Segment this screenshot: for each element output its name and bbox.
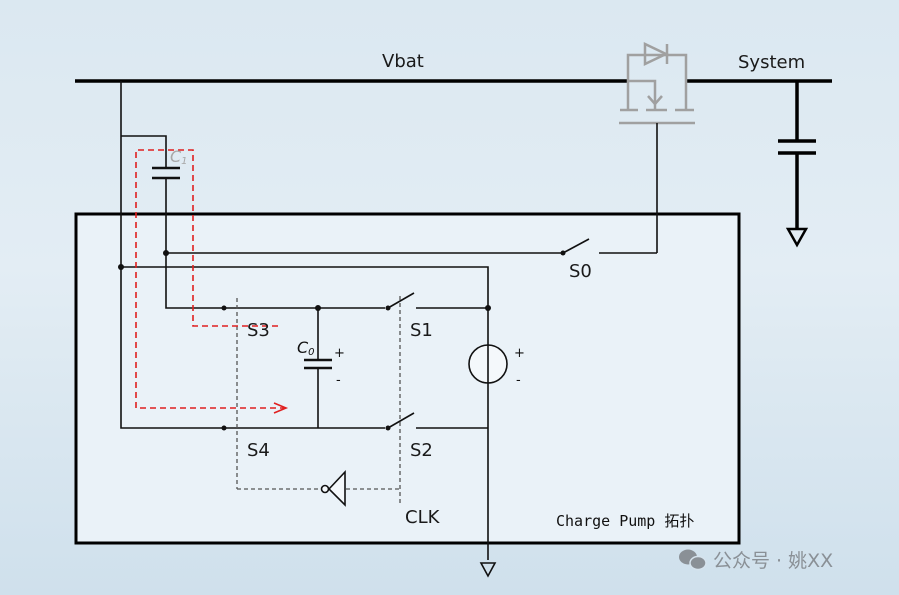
current-path-arrow	[135, 149, 284, 409]
ground-icon	[479, 562, 497, 578]
mosfet-icon	[619, 42, 695, 125]
vbat-label: Vbat	[382, 51, 424, 72]
inverter-icon	[320, 469, 346, 507]
c0-minus: -	[336, 373, 341, 388]
wechat-icon	[679, 549, 707, 571]
s0-label: S0	[569, 261, 592, 282]
s2-label: S2	[410, 440, 433, 461]
junction-dots	[118, 250, 566, 431]
arrowhead-icon	[273, 402, 289, 414]
c0-plus: +	[334, 346, 345, 361]
source-minus: -	[516, 373, 521, 388]
c0-label: C0	[297, 338, 315, 358]
source-plus: +	[514, 346, 525, 361]
watermark-text: 公众号 · 姚XX	[713, 550, 833, 572]
charge-pump-block	[74, 212, 741, 545]
s4-label: S4	[247, 440, 270, 461]
wires	[120, 81, 658, 560]
capacitor-c1-icon	[152, 166, 180, 180]
s1-label: S1	[410, 320, 433, 341]
capacitor-c0-icon	[304, 358, 332, 370]
c1-label: C1	[170, 147, 188, 167]
ground-icon	[785, 227, 809, 248]
system-label: System	[738, 52, 805, 73]
clk-label: CLK	[405, 507, 441, 528]
clock-control-lines	[236, 296, 401, 505]
diagram-title: Charge Pump 拓扑	[556, 512, 694, 530]
s3-label: S3	[247, 320, 270, 341]
system-capacitor-icon	[778, 81, 816, 228]
